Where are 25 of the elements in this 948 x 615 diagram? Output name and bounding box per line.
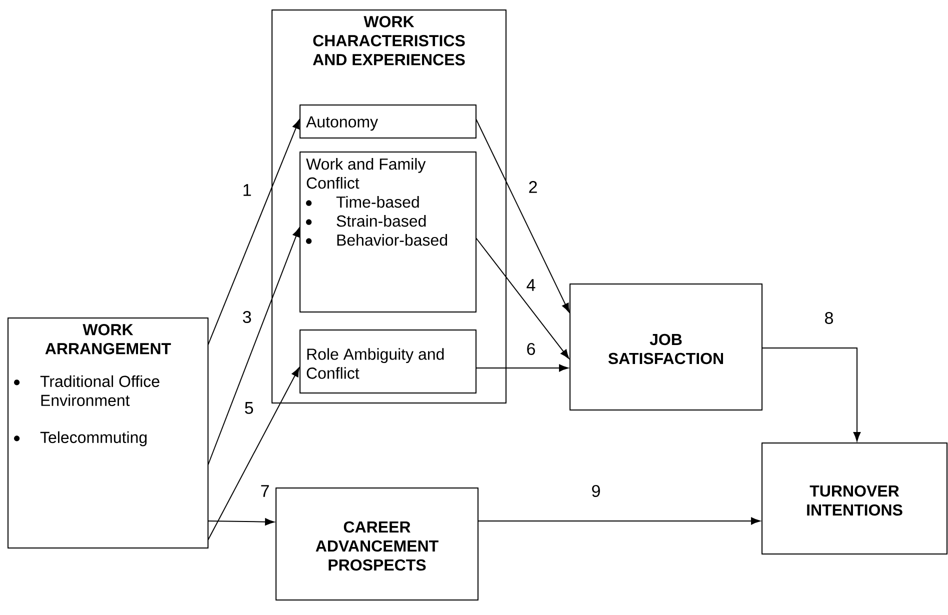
arrow (478, 517, 760, 525)
edge-label: 1 (241, 183, 253, 197)
edge-label: 8 (823, 310, 835, 325)
edge-label: 3 (241, 310, 253, 324)
process-box: Work and Family Conflict Time-based Strain-based Behavior-based (300, 152, 476, 312)
arrow (208, 119, 300, 346)
arrow (762, 348, 861, 442)
process-box: JOB SATISFACTION (570, 284, 762, 410)
process-box: Autonomy (300, 104, 476, 138)
arrow (208, 227, 300, 466)
arrow (476, 364, 568, 372)
process-box: CAREER ADVANCEMENT PROSPECTS (276, 488, 478, 600)
process-box: WORK ARRANGEMENT Traditional Office Environment Telecommuting (8, 318, 208, 548)
edge-label: 2 (527, 180, 539, 194)
edge-label: 9 (590, 484, 602, 498)
arrow (208, 367, 300, 540)
arrow (208, 518, 274, 526)
edge-label: 4 (525, 278, 537, 292)
arrow (476, 118, 570, 313)
process-box: TURNOVER INTENTIONS (762, 442, 948, 554)
edge-label: 6 (525, 342, 537, 356)
arrow (476, 238, 570, 359)
edge-label: 5 (243, 401, 255, 415)
process-box: Role Ambiguity and Conflict (300, 330, 476, 394)
edge-label: 7 (259, 484, 271, 498)
